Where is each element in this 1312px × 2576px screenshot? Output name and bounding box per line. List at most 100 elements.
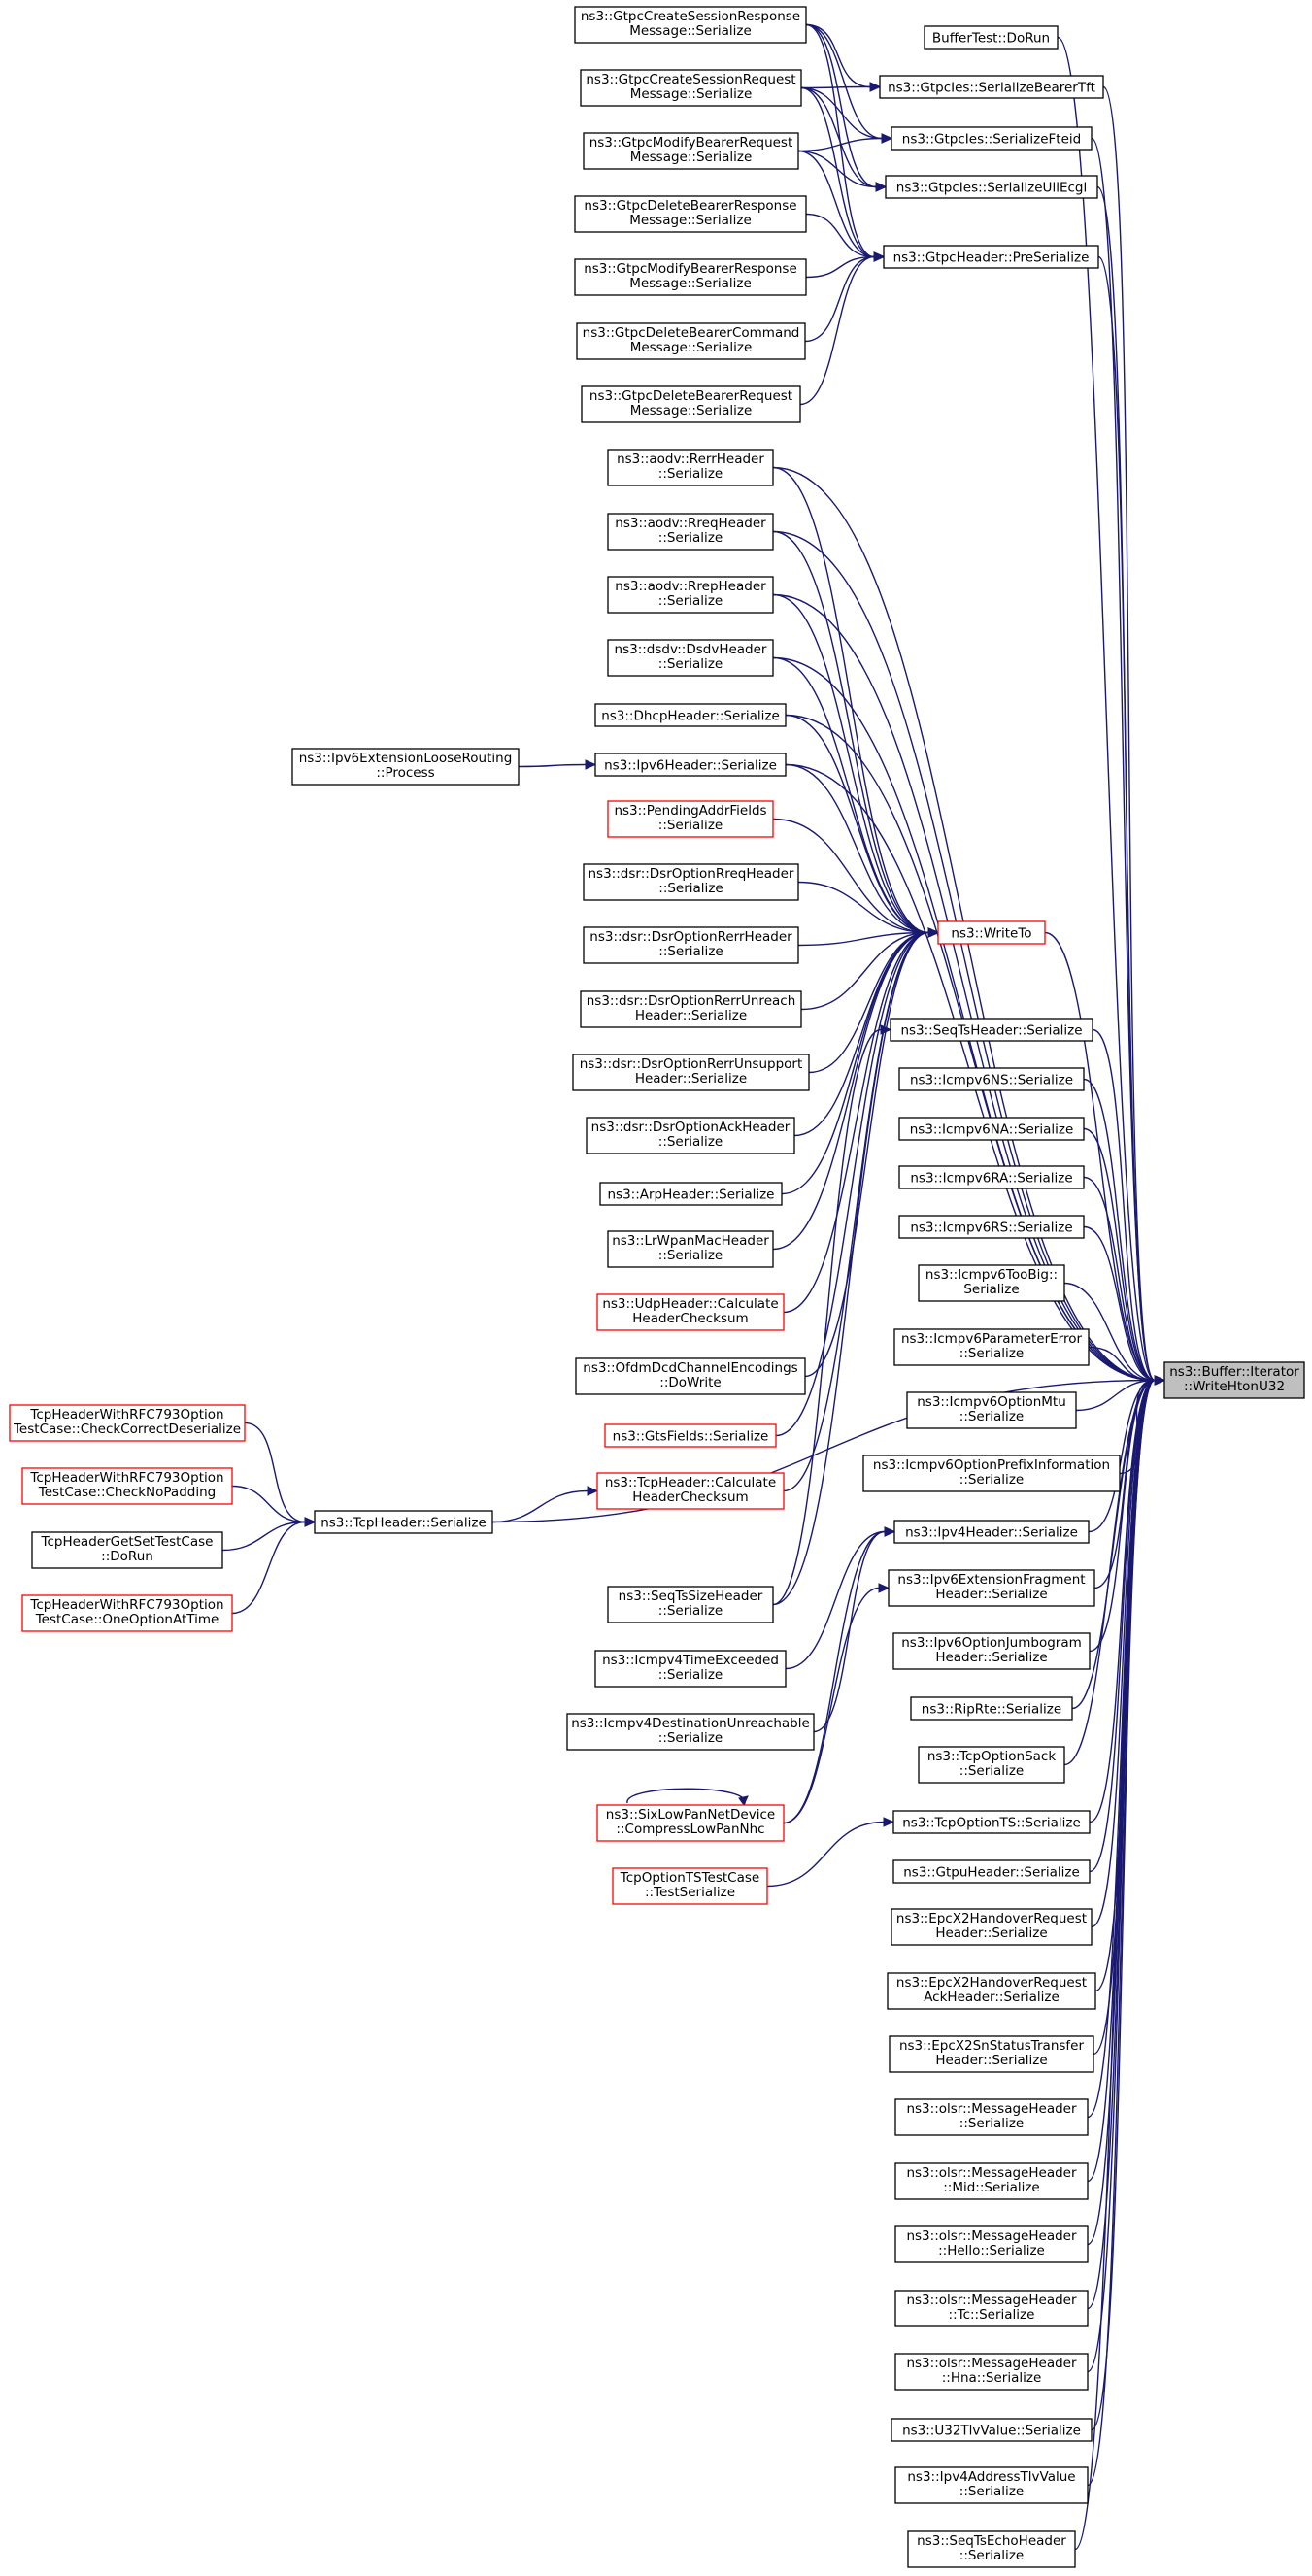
node-tcptest-cnp[interactable]: TcpHeaderWithRFC793OptionTestCase::Check… [21,1467,233,1505]
node-writeto[interactable]: ns3::WriteTo [937,920,1046,945]
node-seqtsecho[interactable]: ns3::SeqTsEchoHeader::Serialize [907,2530,1076,2568]
node-gtpc-csresp[interactable]: ns3::GtpcCreateSessionResponseMessage::S… [574,6,807,44]
node-lrwpan[interactable]: ns3::LrWpanMacHeader::Serialize [607,1230,774,1268]
node-box [892,1632,1091,1670]
node-ipv6jumbo[interactable]: ns3::Ipv6OptionJumbogramHeader::Serializ… [892,1632,1091,1670]
node-gtpcies-fteid[interactable]: ns3::GtpcIes::SerializeFteid [891,126,1093,151]
node-label: ns3::dsr::DsrOptionAckHeader [591,1120,791,1135]
node-tcpheader[interactable]: ns3::TcpHeader::Serialize [314,1510,493,1534]
edge-curve [805,23,871,88]
node-dsr-rreq[interactable]: ns3::dsr::DsrOptionRreqHeader::Serialize [583,863,799,901]
node-olsr-hna[interactable]: ns3::olsr::MessageHeader::Hna::Serialize [894,2353,1089,2391]
node-ipv6header[interactable]: ns3::Ipv6Header::Serialize [594,753,787,777]
node-epcx2-horeq[interactable]: ns3::EpcX2HandoverRequestHeader::Seriali… [891,1908,1093,1946]
node-aodv-rerr[interactable]: ns3::aodv::RerrHeader::Serialize [607,449,774,486]
node-gtpc-dbcmd[interactable]: ns3::GtpcDeleteBearerCommandMessage::Ser… [576,322,806,360]
node-gtpu[interactable]: ns3::GtpuHeader::Serialize [892,1859,1091,1884]
edge-curve [804,255,875,343]
node-tcpoptts-test[interactable]: TcpOptionTSTestCase::TestSerialize [612,1867,768,1905]
node-tcptest-ooat[interactable]: TcpHeaderWithRFC793OptionTestCase::OneOp… [21,1594,233,1632]
node-gtpc-csreq[interactable]: ns3::GtpcCreateSessionRequestMessage::Se… [580,69,802,107]
edge-curve [1063,1282,1156,1382]
node-riprte[interactable]: ns3::RipRte::Serialize [910,1696,1073,1721]
node-dsr-rerr[interactable]: ns3::dsr::DsrOptionRerrHeader::Serialize [583,926,799,964]
node-label: TestCase::OneOptionAtTime [35,1612,219,1627]
node-icmpv6mtu[interactable]: ns3::Icmpv6OptionMtu::Serialize [906,1391,1077,1429]
node-box [894,2466,1089,2504]
node-tcptest-ccd[interactable]: TcpHeaderWithRFC793OptionTestCase::Check… [9,1404,246,1442]
node-pending[interactable]: ns3::PendingAddrFields::Serialize [607,800,774,838]
node-icmpv6param[interactable]: ns3::Icmpv6ParameterError::Serialize [893,1328,1090,1366]
node-tcptest-getset[interactable]: TcpHeaderGetSetTestCase::DoRun [31,1531,223,1569]
node-label: ::CompressLowPanNhc [616,1822,764,1837]
edge-curve [772,593,929,934]
node-icmpv6rs[interactable]: ns3::Icmpv6RS::Serialize [898,1215,1085,1239]
node-dsdv[interactable]: ns3::dsdv::DsdvHeader::Serialize [607,639,774,677]
edge-curve [772,931,929,1606]
node-seqtssize[interactable]: ns3::SeqTsSizeHeader::Serialize [607,1586,774,1623]
node-olsr-mid[interactable]: ns3::olsr::MessageHeader::Mid::Serialize [894,2162,1089,2200]
node-ofdm[interactable]: ns3::OfdmDcdChannelEncodings::DoWrite [575,1357,806,1395]
node-label: ns3::Icmpv6OptionMtu [917,1394,1066,1410]
node-gtpc-dbresp[interactable]: ns3::GtpcDeleteBearerResponseMessage::Se… [574,195,807,233]
node-box [894,2353,1089,2391]
node-box [893,1328,1090,1366]
node-dsr-rerr-unreach[interactable]: ns3::dsr::DsrOptionRerrUnreachHeader::Se… [580,990,802,1028]
node-gtpc-mbresp[interactable]: ns3::GtpcModifyBearerResponseMessage::Se… [574,258,807,296]
node-icmpv4-du[interactable]: ns3::Icmpv4DestinationUnreachable::Seria… [566,1713,815,1751]
edge-curve [1074,1379,1156,2551]
node-box [889,2035,1094,2073]
node-gtpc-dbreq[interactable]: ns3::GtpcDeleteBearerRequestMessage::Ser… [581,385,801,423]
node-icmpv6ra[interactable]: ns3::Icmpv6RA::Serialize [898,1165,1085,1189]
node-u32tlv[interactable]: ns3::U32TlvValue::Serialize [891,2418,1093,2442]
node-label: ::Serialize [658,656,723,672]
edge-curve [1083,1225,1156,1382]
node-icmpv6ns[interactable]: ns3::Icmpv6NS::Serialize [898,1067,1085,1091]
node-gtpcies-tft[interactable]: ns3::GtpcIes::SerializeBearerTft [879,75,1104,99]
node-dhcp[interactable]: ns3::DhcpHeader::Serialize [594,703,787,727]
node-epcx2-hoack[interactable]: ns3::EpcX2HandoverRequestAckHeader::Seri… [887,1972,1096,2010]
node-olsr-tc[interactable]: ns3::olsr::MessageHeader::Tc::Serialize [894,2290,1089,2327]
node-ipv6frag[interactable]: ns3::Ipv6ExtensionFragmentHeader::Serial… [888,1569,1095,1607]
node-dsr-ack[interactable]: ns3::dsr::DsrOptionAckHeader::Serialize [586,1117,795,1154]
node-ipv4header[interactable]: ns3::Ipv4Header::Serialize [893,1520,1090,1544]
node-root[interactable]: ns3::Buffer::Iterator::WriteHtonU32 [1163,1361,1305,1399]
node-icmpv6toobig[interactable]: ns3::Icmpv6TooBig::Serialize [918,1264,1065,1302]
node-gts[interactable]: ns3::GtsFields::Serialize [604,1423,777,1448]
node-olsr-hello[interactable]: ns3::olsr::MessageHeader::Hello::Seriali… [894,2225,1089,2263]
node-gtpcies-uli[interactable]: ns3::GtpcIes::SerializeUliEcgi [885,175,1098,199]
node-label: ns3::dsr::DsrOptionRerrHeader [589,929,792,945]
node-label: ::Serialize [658,1134,723,1150]
node-tcpoptsack[interactable]: ns3::TcpOptionSack::Serialize [918,1746,1065,1784]
node-icmpv6na[interactable]: ns3::Icmpv6NA::Serialize [898,1117,1085,1141]
node-ipv6loose[interactable]: ns3::Ipv6ExtensionLooseRouting::Process [291,748,520,786]
node-icmpv6prefix[interactable]: ns3::Icmpv6OptionPrefixInformation::Seri… [862,1455,1121,1492]
node-seqts[interactable]: ns3::SeqTsHeader::Serialize [890,1018,1093,1042]
node-label: ns3::GtpcIes::SerializeFteid [902,132,1081,148]
node-aodv-rrep[interactable]: ns3::aodv::RrepHeader::Serialize [607,576,774,614]
node-dsr-rerr-unsupport[interactable]: ns3::dsr::DsrOptionRerrUnsupportHeader::… [572,1054,810,1091]
node-box [21,1594,233,1632]
node-gtpcheader[interactable]: ns3::GtpcHeader::PreSerialize [883,245,1099,269]
node-gtpc-mbreq[interactable]: ns3::GtpcModifyBearerRequestMessage::Ser… [583,132,799,170]
node-label: ns3::Ipv6Header::Serialize [604,758,777,774]
node-icmpv4-te[interactable]: ns3::Icmpv4TimeExceeded::Serialize [594,1650,787,1688]
node-sixlowpan[interactable]: ns3::SixLowPanNetDevice::CompressLowPanN… [596,1804,785,1842]
node-label: ns3::aodv::RrepHeader [615,579,766,594]
node-box [907,2530,1076,2568]
node-aodv-rreq[interactable]: ns3::aodv::RreqHeader::Serialize [607,513,774,551]
edge-n_gtpc_csresp-to-n_gtpcies_uli [805,23,888,192]
node-arp[interactable]: ns3::ArpHeader::Serialize [599,1182,783,1206]
node-olsr-msg[interactable]: ns3::olsr::MessageHeader::Serialize [894,2098,1089,2136]
node-tcpoptts[interactable]: ns3::TcpOptionTS::Serialize [892,1810,1091,1834]
node-label: ns3::EpcX2HandoverRequest [896,1975,1087,1991]
edge-arrowhead [875,182,888,192]
node-buffertest[interactable]: BufferTest::DoRun [924,25,1059,50]
node-label: ns3::SixLowPanNetDevice [606,1807,775,1823]
node-label: ::Hna::Serialize [942,2370,1042,2386]
node-epcx2-sn[interactable]: ns3::EpcX2SnStatusTransferHeader::Serial… [889,2035,1094,2073]
node-ipv4addrtlv[interactable]: ns3::Ipv4AddressTlvValue::Serialize [894,2466,1089,2504]
node-label: TestCase::CheckCorrectDeserialize [13,1422,241,1437]
